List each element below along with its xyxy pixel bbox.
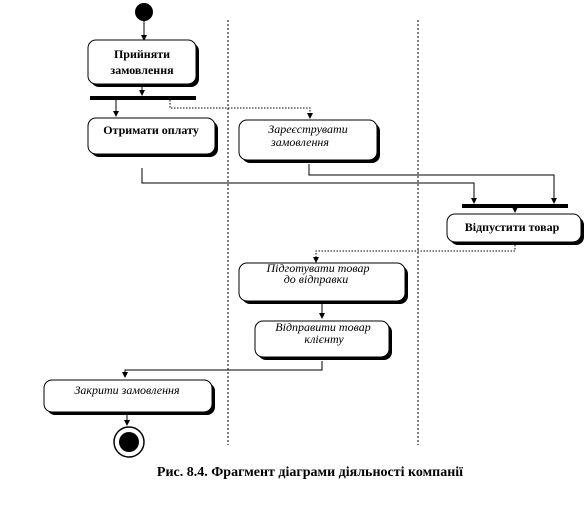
join-bar bbox=[462, 204, 568, 208]
activity-release-goods: Відпустити товар bbox=[446, 213, 584, 245]
prepare-goods-label-2: до відправки bbox=[284, 272, 349, 286]
activity-register-order: Зареєструвати замовлення bbox=[238, 119, 380, 163]
release-goods-label: Відпустити товар bbox=[465, 220, 560, 234]
activity-ship-goods: Відправити товар клієнту bbox=[254, 320, 392, 360]
initial-node bbox=[135, 3, 153, 21]
activity-prepare-goods: Підготувати товар до відправки bbox=[238, 261, 408, 304]
activity-accept-order: Прийняти замовлення bbox=[87, 39, 199, 87]
register-order-label-1: Зареєструвати bbox=[268, 122, 347, 136]
flow-fork-to-register bbox=[169, 100, 313, 119]
flow-release-to-prepare bbox=[313, 245, 516, 263]
fork-bar bbox=[90, 96, 196, 100]
flow-ship-to-close bbox=[122, 361, 323, 378]
register-order-label-2: замовлення bbox=[270, 135, 329, 149]
prepare-goods-label-1: Підготувати товар bbox=[265, 261, 369, 275]
activity-receive-payment: Отримати оплату bbox=[87, 117, 218, 157]
activity-close-order: Закрити замовлення bbox=[43, 379, 215, 415]
ship-goods-label-2: клієнту bbox=[304, 332, 344, 346]
flow-register-to-join bbox=[308, 164, 557, 204]
flow-payment-to-join bbox=[141, 168, 477, 204]
figure-caption: Рис. 8.4. Фрагмент діаграми діяльності к… bbox=[157, 465, 463, 480]
accept-order-label-2: замовлення bbox=[110, 63, 174, 77]
close-order-label: Закрити замовлення bbox=[74, 383, 180, 397]
ship-goods-label-1: Відправити товар bbox=[275, 320, 370, 334]
final-node bbox=[113, 426, 145, 458]
accept-order-label-1: Прийняти bbox=[114, 47, 170, 61]
receive-payment-label: Отримати оплату bbox=[103, 123, 199, 137]
